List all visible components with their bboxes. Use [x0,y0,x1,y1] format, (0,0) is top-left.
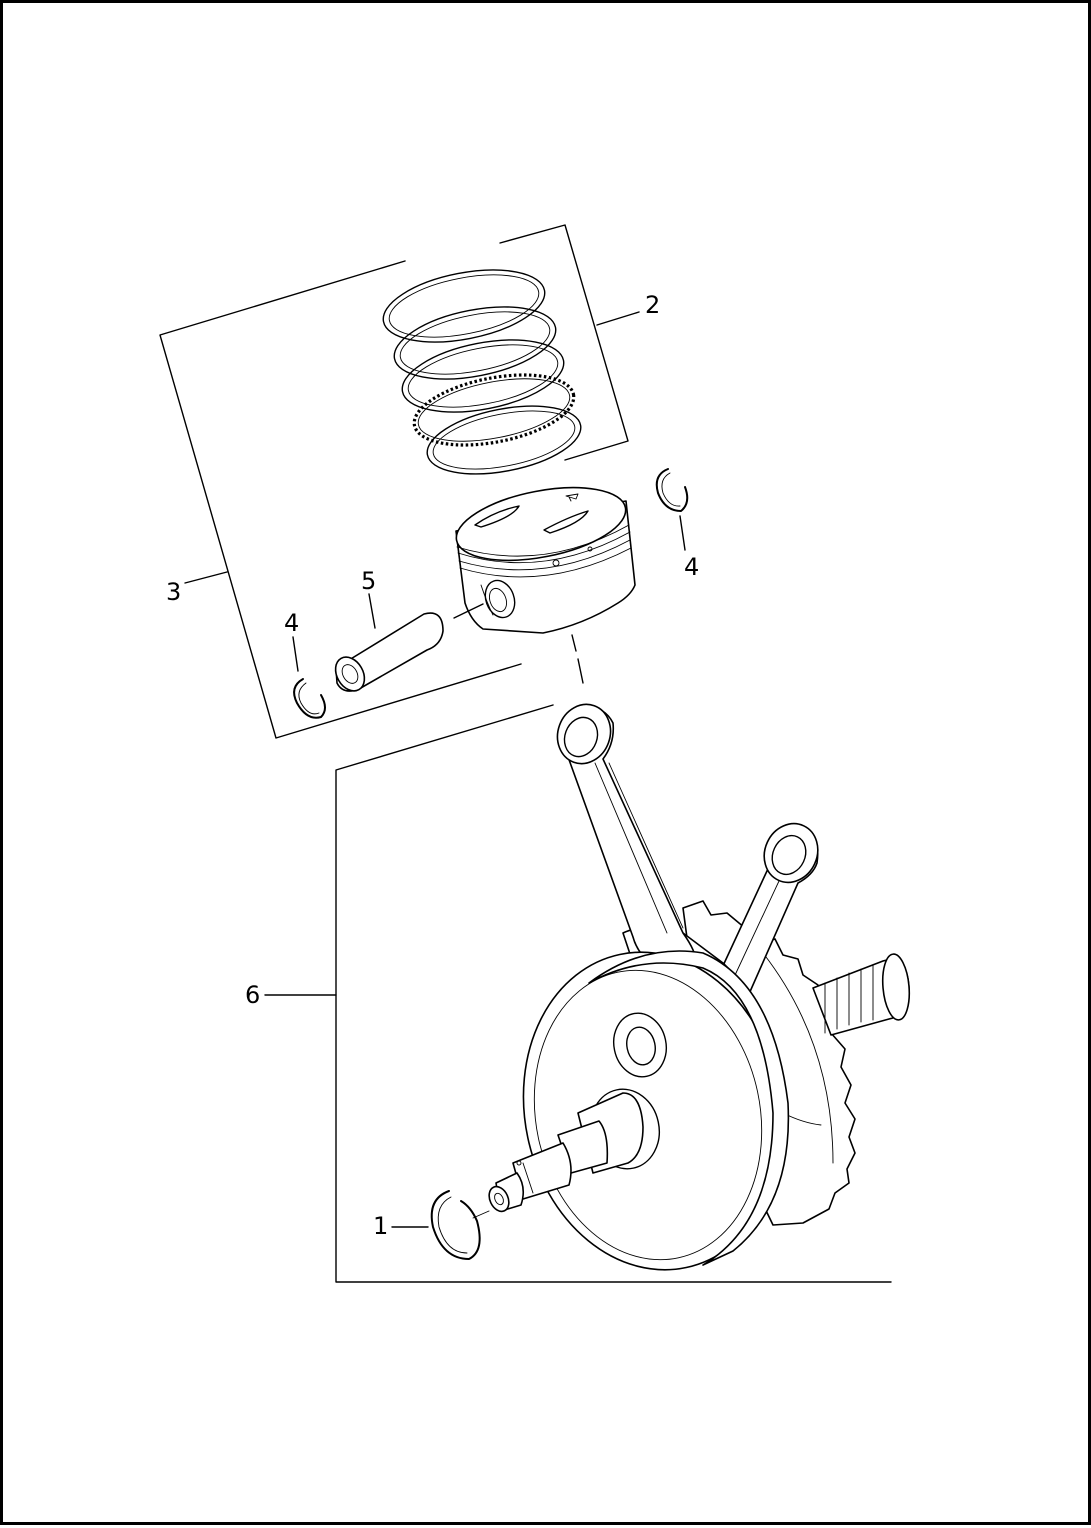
second-compression-ring [393,306,557,380]
callout-6: 6 [245,981,260,1009]
callout-1: 1 [373,1212,388,1240]
callout-4-right: 4 [684,553,699,581]
oil-ring-lower-rail [426,405,582,475]
front-flywheel [522,950,790,1271]
pinion-shaft [488,1092,644,1213]
piston-pin-circlip-left [293,678,326,719]
assembly-guide-line [571,634,584,684]
callout-3: 3 [166,578,181,606]
leader-4-right [679,515,686,551]
bracket-item-6 [335,704,892,1283]
leader-3 [184,571,228,584]
callout-4-left: 4 [284,609,299,637]
bracket-item-2 [499,224,629,461]
callout-labels: 2 3 4 4 5 6 1 [166,291,699,1240]
top-compression-ring [382,269,546,343]
retaining-ring [430,1190,481,1260]
exploded-view-drawing: 2 3 4 4 5 6 1 [159,224,911,1283]
leader-2 [596,311,640,326]
connecting-rod-front [556,703,698,974]
oil-ring-expander [412,373,576,447]
leader-5 [368,593,376,629]
crankshaft-assembly [472,703,911,1271]
callout-2: 2 [645,291,660,319]
connecting-rod-rear [714,822,819,1004]
piston [453,486,636,634]
leader-4-left [292,636,299,672]
piston-pin-circlip-right [655,468,689,512]
bracket-item-3 [159,260,522,739]
leader-lines [184,311,686,1228]
callout-5: 5 [361,567,376,595]
piston-pin [334,612,444,692]
oil-ring-upper-rail [401,339,565,413]
piston-ring-set [382,269,582,475]
spline-shaft [812,953,911,1036]
